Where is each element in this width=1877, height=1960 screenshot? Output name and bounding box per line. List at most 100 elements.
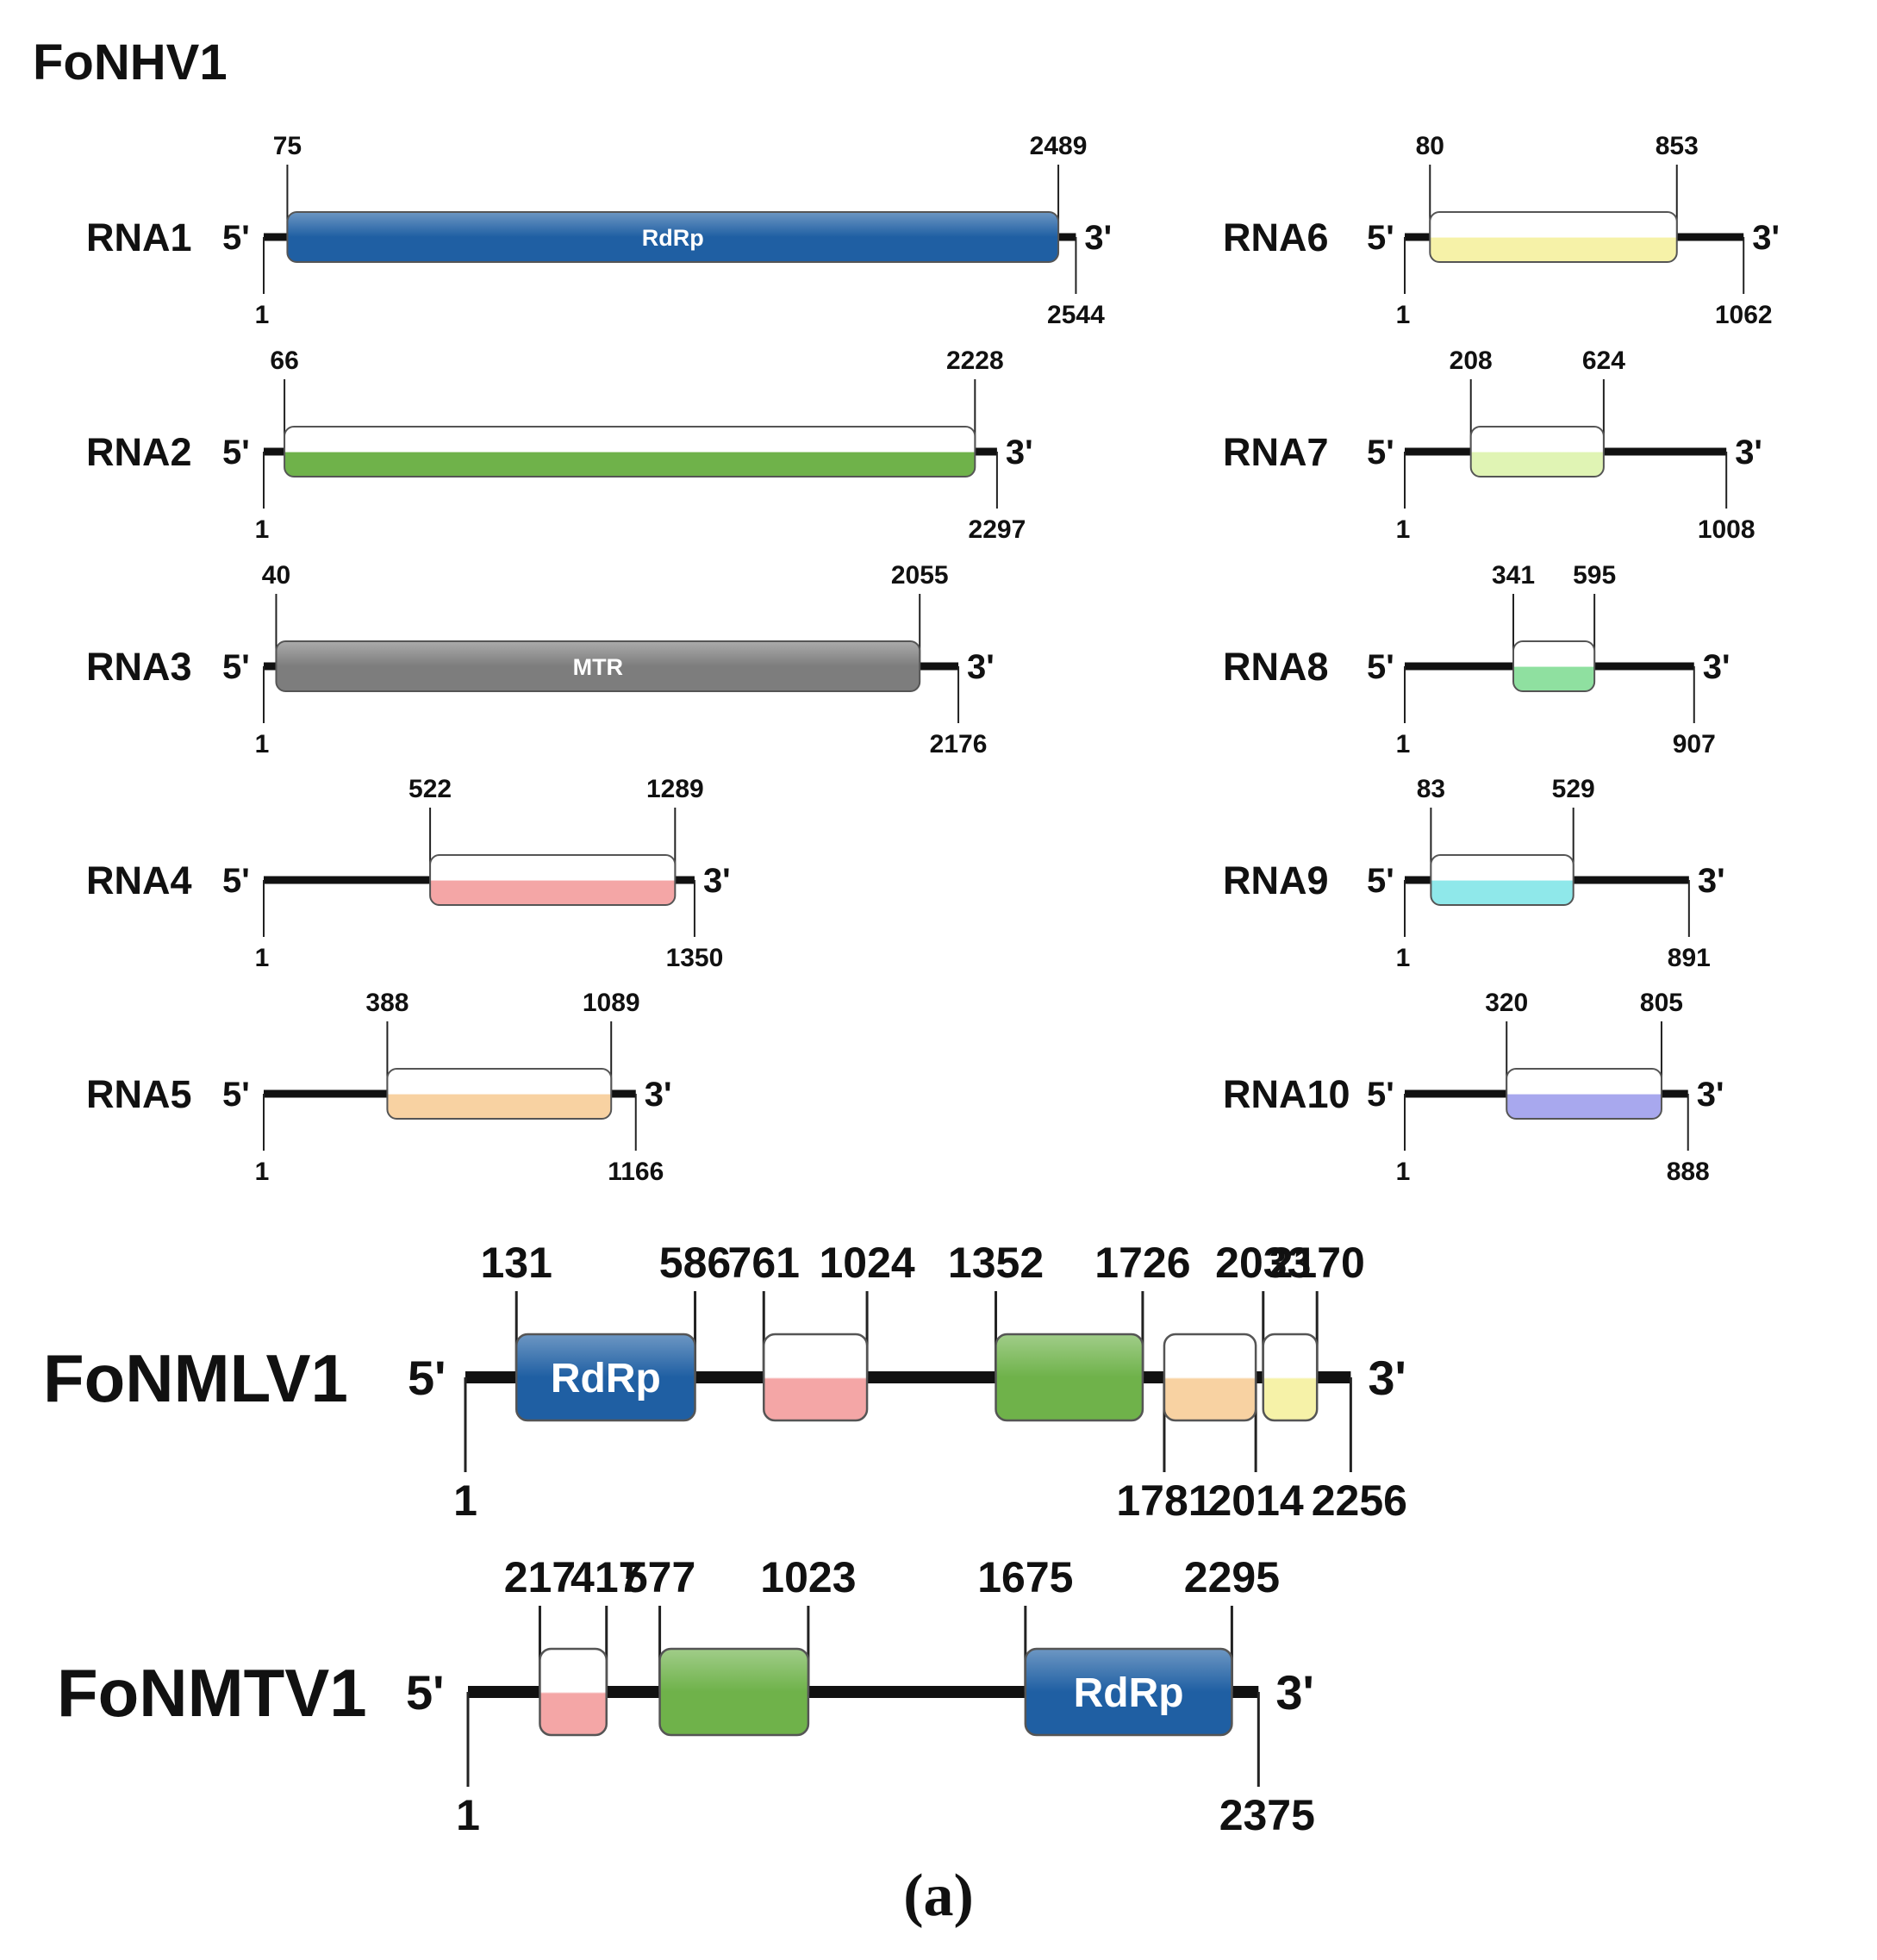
orf-end-label: 1024 [819, 1239, 914, 1287]
three-prime-label: 3' [1752, 219, 1780, 257]
orf-box [539, 1647, 608, 1737]
genome-name: FoNMTV1 [57, 1655, 367, 1731]
orf-end-label: 2055 [891, 561, 949, 590]
position-one-label: 1 [255, 301, 270, 329]
segment-name: RNA2 [86, 430, 192, 474]
three-prime-label: 3' [1006, 434, 1033, 471]
three-prime-label: 3' [1368, 1351, 1406, 1405]
domain-label: RdRp [642, 225, 704, 251]
position-one-label: 1 [255, 515, 270, 544]
orf-start-label: 522 [408, 775, 452, 803]
orf-box [995, 1333, 1144, 1422]
orf-box [284, 426, 976, 478]
five-prime-label: 5' [1367, 1076, 1394, 1114]
orf-box [514, 1333, 696, 1422]
orf-start-label: 1781 [1116, 1476, 1212, 1525]
orf-end-label: 2295 [1184, 1553, 1280, 1601]
orf-start-label: 341 [1492, 561, 1535, 590]
segment-name: RNA5 [86, 1072, 192, 1116]
orf-end-label: 805 [1640, 989, 1683, 1017]
orf-end-label: 2489 [1030, 132, 1088, 160]
orf-start-label: 217 [504, 1553, 576, 1601]
length-label: 888 [1667, 1158, 1710, 1186]
orf-end-label: 529 [1552, 775, 1595, 803]
position-one-label: 1 [1396, 730, 1411, 758]
orf: 577 1023 [624, 1553, 857, 1737]
orf-box [1429, 211, 1678, 263]
fonhv1-title: FoNHV1 [33, 34, 228, 91]
position-one-label: 1 [1396, 515, 1411, 544]
orf-end-label: 1726 [1094, 1239, 1190, 1287]
orf-start-label: 40 [262, 561, 290, 590]
orf-box [286, 211, 1060, 263]
length-label: 1062 [1715, 301, 1773, 329]
length-label: 1008 [1698, 515, 1755, 544]
length-label: 2176 [930, 730, 988, 758]
position-one-label: 1 [255, 1158, 270, 1186]
orf-box [386, 1068, 613, 1120]
orf-end-label: 417 [571, 1553, 642, 1601]
three-prime-label: 3' [967, 648, 995, 686]
orf-box [275, 640, 921, 692]
three-prime-label: 3' [1697, 1076, 1724, 1114]
position-one-label: 1 [255, 730, 270, 758]
orf-start-label: 577 [624, 1553, 695, 1601]
five-prime-label: 5' [222, 219, 250, 257]
position-one-label: 1 [1396, 944, 1411, 972]
orf-box [1024, 1647, 1233, 1737]
orf-start-label: 1675 [977, 1553, 1073, 1601]
position-one-label: 1 [456, 1791, 480, 1839]
orf-end-label: 1289 [646, 775, 704, 803]
five-prime-label: 5' [1367, 434, 1394, 471]
three-prime-label: 3' [703, 862, 731, 900]
five-prime-label: 5' [1367, 219, 1394, 257]
segment-name: RNA6 [1223, 215, 1329, 259]
orf-box [1430, 854, 1575, 906]
segment-name: RNA9 [1223, 858, 1329, 902]
length-label: 2375 [1219, 1791, 1315, 1839]
orf-box [1163, 1333, 1257, 1422]
orf-start-label: 388 [365, 989, 408, 1017]
orf-end-label: 2170 [1269, 1239, 1365, 1287]
three-prime-label: 3' [1084, 219, 1112, 257]
orf-box [1469, 426, 1605, 478]
orf-start-label: 208 [1450, 346, 1493, 375]
orf-start-label: 66 [270, 346, 298, 375]
segment-name: RNA4 [86, 858, 192, 902]
domain-label: RdRp [551, 1356, 661, 1401]
orf-start-label: 131 [481, 1239, 552, 1287]
orf-box [1262, 1333, 1319, 1422]
orf-end-label: 853 [1656, 132, 1699, 160]
length-label: 907 [1673, 730, 1716, 758]
five-prime-label: 5' [1367, 648, 1394, 686]
segment-name: RNA3 [86, 645, 192, 689]
orf-box [763, 1333, 869, 1422]
length-label: 2256 [1312, 1476, 1407, 1525]
orf-end-label: 1023 [760, 1553, 856, 1601]
orf-end-label: 595 [1573, 561, 1616, 590]
orf-box [429, 854, 677, 906]
length-label: 891 [1668, 944, 1711, 972]
orf-box [1506, 1068, 1662, 1120]
segment-name: RNA1 [86, 215, 192, 259]
five-prime-label: 5' [222, 862, 250, 900]
orf-end-label: 1089 [583, 989, 640, 1017]
orf-start-label: 320 [1485, 989, 1528, 1017]
